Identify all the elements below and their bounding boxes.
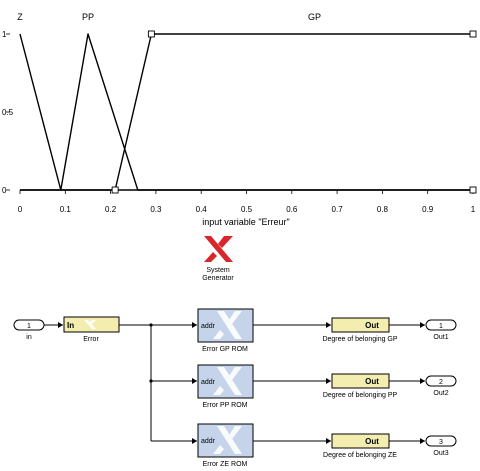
x-tick-label: 0.2 [105, 205, 117, 214]
output-port-label: Out3 [433, 450, 448, 457]
rom-port-addr: addr [201, 438, 216, 445]
output-port-label: Out1 [433, 334, 448, 341]
rom-label: Error PP ROM [203, 402, 248, 409]
gateway-in-text: In [67, 321, 74, 330]
series-line-pp [20, 33, 473, 191]
x-tick-label: 0.9 [422, 205, 434, 214]
y-tick-label: 0 [2, 186, 7, 195]
x-tick-label: 0.4 [196, 205, 208, 214]
x-tick-label: 0.8 [377, 205, 389, 214]
x-tick-label: 0.3 [150, 205, 162, 214]
signal-wires [44, 323, 425, 442]
gateway-out-label: Degree of belonging ZE [323, 452, 397, 459]
series-marker [469, 186, 477, 194]
rom-label: Error ZE ROM [203, 461, 248, 468]
gateway-out-text: Out [365, 321, 379, 330]
gateway-out-ze[interactable]: Out Degree of belonging ZE [323, 433, 397, 459]
x-tick-label: 1 [471, 205, 476, 214]
series-label: Z [17, 12, 23, 22]
series-lines [19, 33, 473, 191]
output-port-label: Out2 [433, 390, 448, 397]
series-marker [111, 186, 119, 194]
logo-line-1: System [206, 267, 230, 274]
rom-block-gp[interactable]: addr Error GP ROM [197, 308, 254, 353]
gateway-out-gp[interactable]: Out Degree of belonging GP [322, 317, 398, 343]
gateway-out-label: Degree of belonging GP [322, 336, 397, 343]
y-tick-label: 0.5 [2, 108, 14, 117]
logo-line-2: Generator [202, 275, 234, 282]
xilinx-x-icon [204, 236, 233, 262]
gateway-out-pp[interactable]: Out Degree of belonging PP [323, 373, 398, 399]
system-generator-logo: System Generator [202, 236, 234, 282]
output-port-2[interactable]: 2 Out2 [425, 375, 457, 397]
block-diagram: 1 in In Error addr Error GP ROM [13, 308, 457, 468]
rom-label: Error GP ROM [202, 346, 248, 353]
x-tick-label: 0 [18, 205, 23, 214]
rom-port-addr: addr [201, 323, 216, 330]
output-port-number: 2 [439, 379, 443, 386]
series-label: GP [308, 12, 321, 22]
output-port-number: 3 [439, 439, 443, 446]
input-port-label: in [26, 334, 32, 341]
xilinx-watermark-icon [213, 311, 242, 339]
series-label: PP [82, 12, 94, 22]
gateway-in-label: Error [83, 336, 99, 343]
gateway-in-error[interactable]: In Error [63, 316, 120, 343]
membership-chart: 0 0.1 0.2 0.3 0.4 0.5 0.6 0.7 0.8 0.9 1 0 0.5 1 Z PP GP… [2, 12, 477, 227]
gateway-out-text: Out [365, 437, 379, 446]
output-port-3[interactable]: 3 Out3 [425, 435, 457, 457]
output-port-1[interactable]: 1 Out1 [425, 319, 457, 341]
series-marker [469, 30, 477, 38]
gateway-out-label: Degree of belonging PP [323, 392, 398, 399]
x-tick-label: 0.5 [241, 205, 253, 214]
x-tick-label: 0.7 [332, 205, 344, 214]
series-line-gp [20, 33, 473, 191]
xilinx-watermark-icon [213, 426, 242, 454]
y-tick-label: 1 [2, 30, 7, 39]
series-line-z [19, 33, 473, 191]
input-port-number: 1 [27, 323, 31, 330]
gateway-out-text: Out [365, 377, 379, 386]
x-axis-label: input variable "Erreur" [202, 217, 289, 227]
rom-block-ze[interactable]: addr Error ZE ROM [197, 423, 254, 468]
series-markers [111, 30, 477, 194]
input-port-in[interactable]: 1 in [13, 319, 45, 341]
x-tick-label: 0.1 [60, 205, 72, 214]
series-marker [147, 30, 155, 38]
rom-port-addr: addr [201, 379, 216, 386]
axis-ticks: 0 0.1 0.2 0.3 0.4 0.5 0.6 0.7 0.8 0.9 1 0 0.5 1 [2, 30, 476, 214]
x-tick-label: 0.6 [286, 205, 298, 214]
wire-arrowheads [58, 322, 425, 444]
series-labels: Z PP GP [17, 12, 321, 22]
output-port-number: 1 [439, 323, 443, 330]
rom-block-pp[interactable]: addr Error PP ROM [197, 364, 254, 409]
xilinx-watermark-icon [213, 367, 242, 395]
